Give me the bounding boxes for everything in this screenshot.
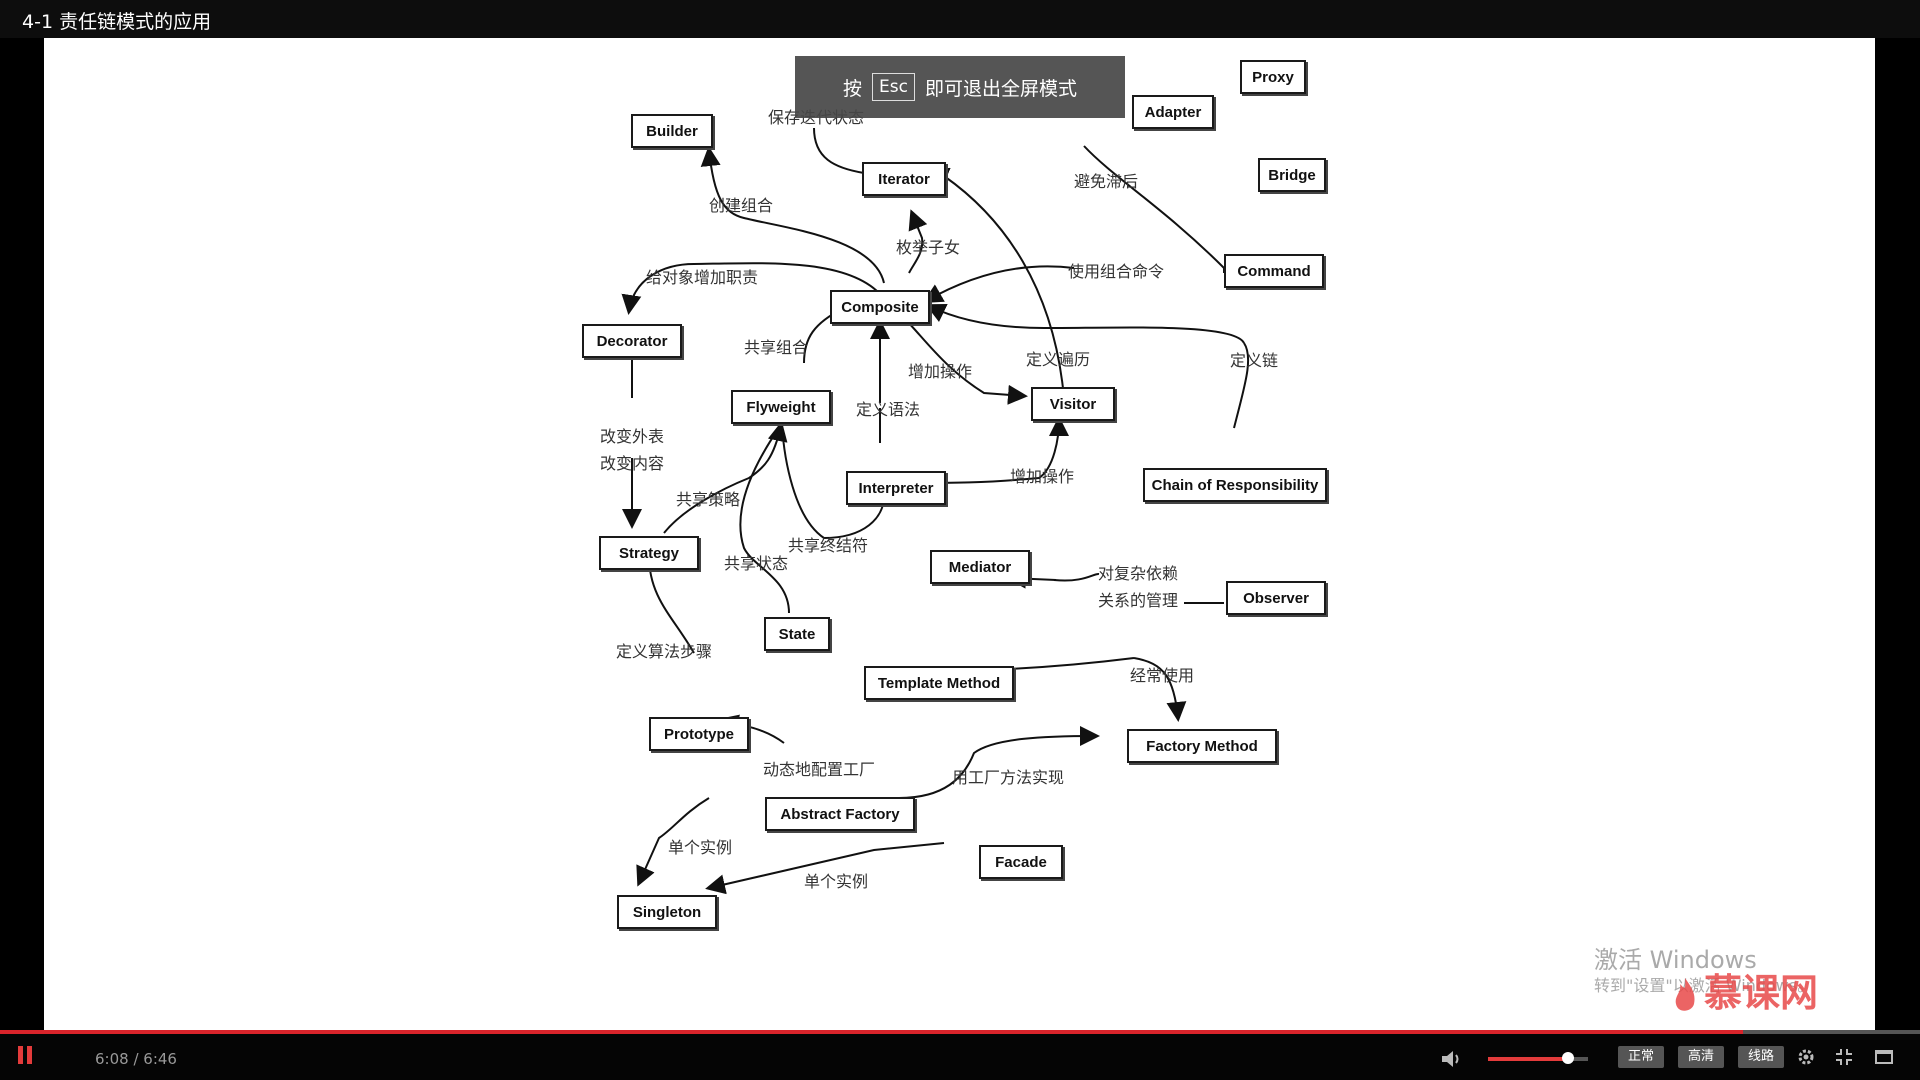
edge-label-share-strategy: 共享策略 (676, 490, 741, 509)
brand-text: 慕课网 (1704, 971, 1819, 1015)
edge-label-impl-factory: 用工厂方法实现 (952, 768, 1065, 787)
volume-fill[interactable] (1488, 1057, 1568, 1061)
progress-fill[interactable] (0, 1030, 1744, 1034)
windows-activation-title: 激活 Windows (1594, 946, 1757, 974)
diagram-connectors (621, 127, 1250, 895)
edge-label-avoid-lag: 避免滞后 (1074, 172, 1139, 191)
video-title: 4-1 责任链模式的应用 (22, 11, 212, 33)
node-composite: Composite (830, 290, 930, 324)
node-template-method: Template Method (864, 666, 1014, 700)
pause-icon (18, 1046, 23, 1064)
node-visitor: Visitor (1031, 387, 1115, 421)
flame-icon (1675, 977, 1695, 1011)
settings-gear-icon[interactable] (1796, 1047, 1816, 1067)
edge-label-add-responsibility: 给对象增加职责 (646, 268, 759, 287)
node-factory-method: Factory Method (1127, 729, 1277, 763)
quality-normal-button[interactable]: 正常 (1618, 1046, 1665, 1068)
node-prototype: Prototype (649, 717, 749, 751)
edge-label-share-terminal: 共享终结符 (788, 536, 869, 555)
node-builder: Builder (631, 114, 713, 148)
edge-label-use-composite-cmd: 使用组合命令 (1068, 262, 1165, 281)
toast-suffix: 即可退出全屏模式 (924, 77, 1077, 100)
web-fullscreen-icon[interactable] (1874, 1047, 1894, 1067)
node-decorator: Decorator (582, 324, 682, 358)
exit-fullscreen-icon[interactable] (1834, 1047, 1854, 1067)
node-interpreter: Interpreter (846, 471, 946, 505)
edge-label-define-grammar: 定义语法 (856, 400, 921, 419)
node-singleton: Singleton (617, 895, 717, 929)
volume-knob[interactable] (1562, 1052, 1574, 1064)
pause-button[interactable] (16, 1046, 36, 1066)
edge-label-share-state: 共享状态 (724, 554, 789, 573)
node-proxy: Proxy (1240, 60, 1306, 94)
node-observer: Observer (1226, 581, 1326, 615)
node-iterator: Iterator (862, 162, 946, 196)
toast-prefix: 按 (843, 77, 863, 100)
time-display: 6:08 / 6:46 (95, 1050, 177, 1068)
quality-hd-button[interactable]: 高清 (1678, 1046, 1725, 1068)
node-adapter: Adapter (1132, 95, 1214, 129)
edge-label-complex-dep-1: 对复杂依赖 (1098, 564, 1179, 583)
node-facade: Facade (979, 845, 1063, 879)
edge-label-enum-children: 枚举子女 (896, 238, 961, 257)
pause-icon-bar (27, 1046, 32, 1064)
node-bridge: Bridge (1258, 158, 1326, 192)
node-state: State (764, 617, 830, 651)
edge-label-often-use: 经常使用 (1130, 666, 1195, 685)
node-mediator: Mediator (930, 550, 1030, 584)
edge-label-single-instance-1: 单个实例 (668, 838, 733, 857)
node-abstract-factory: Abstract Factory (765, 797, 915, 831)
edge-label-define-traverse: 定义遍历 (1026, 350, 1091, 369)
volume-icon[interactable] (1440, 1048, 1464, 1070)
edge-label-share-composite: 共享组合 (744, 338, 809, 357)
edge-label-change-guts: 改变内容 (600, 454, 665, 473)
player-controls-bar (0, 1034, 1920, 1080)
edge-label-change-skin: 改变外表 (600, 427, 665, 446)
edge-label-config-factory: 动态地配置工厂 (763, 760, 876, 779)
edge-label-single-instance-2: 单个实例 (804, 872, 869, 891)
node-command: Command (1224, 254, 1324, 288)
edge-label-complex-dep-2: 关系的管理 (1098, 591, 1179, 610)
title-bar: 4-1 责任链模式的应用 (0, 0, 1920, 38)
node-flyweight: Flyweight (731, 390, 831, 424)
node-chain-of-responsibility: Chain of Responsibility (1143, 468, 1327, 502)
edge-label-create-composite: 创建组合 (709, 196, 774, 215)
edge-label-add-ops: 增加操作 (908, 362, 973, 381)
route-button[interactable]: 线路 (1738, 1046, 1785, 1068)
edge-label-add-ops2: 增加操作 (1010, 467, 1075, 486)
video-stage[interactable]: Proxy Adapter Builder Iterator Bridge Co… (44, 38, 1875, 1030)
edge-label-define-algo: 定义算法步骤 (616, 642, 713, 661)
brand-logo: 慕课网 (1672, 962, 1818, 1017)
esc-key-badge: Esc (872, 73, 915, 101)
fullscreen-exit-toast: 按 Esc 即可退出全屏模式 (795, 56, 1125, 118)
edge-label-define-chain: 定义链 (1230, 351, 1279, 370)
windows-activation-subtitle: 转到"设置"以激活 Windows。 (1594, 976, 1814, 995)
node-strategy: Strategy (599, 536, 699, 570)
